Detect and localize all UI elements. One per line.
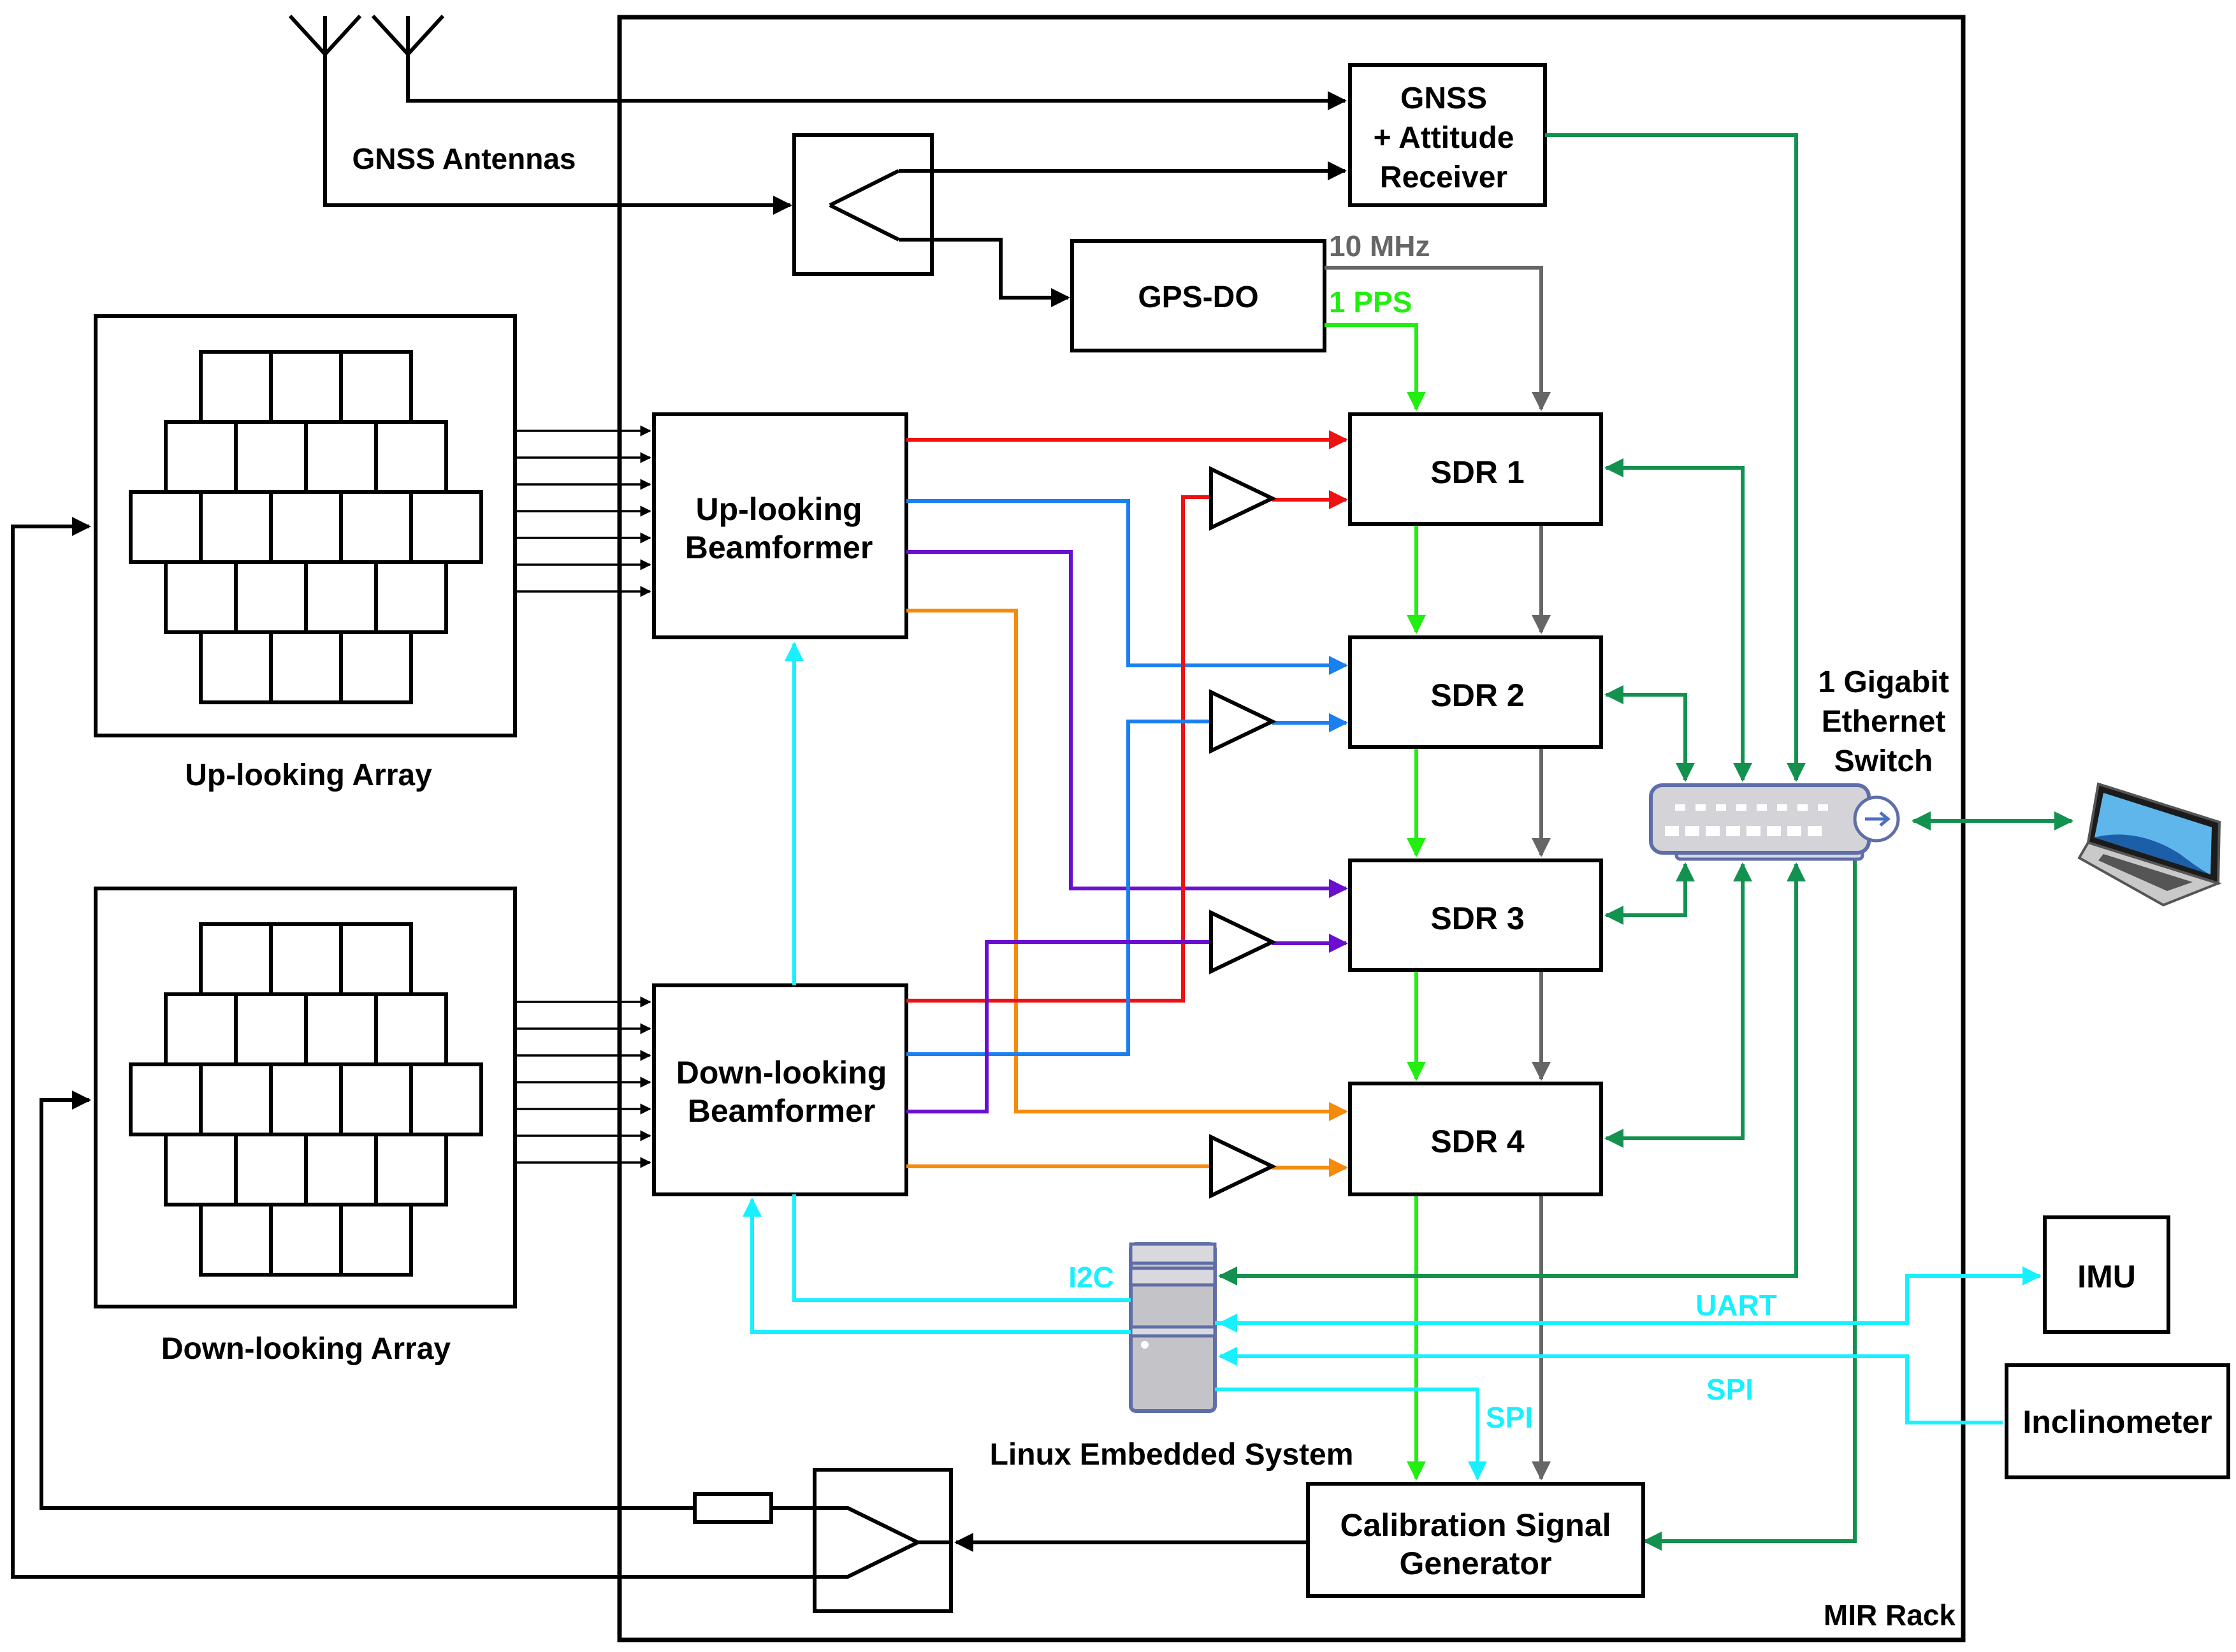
down-looking-array (94, 887, 517, 1308)
up-array-label: Up-looking Array (185, 758, 432, 792)
ethernet-links (1218, 133, 2073, 1551)
rf-wiring-black (323, 54, 1347, 307)
antenna-icon (288, 14, 362, 57)
laptop-icon (2077, 782, 2222, 907)
spi-cal-label: SPI (1486, 1401, 1533, 1434)
cal-splitter (813, 1468, 953, 1613)
up-beamformer-line1: Up-looking (695, 491, 862, 527)
array-feed-lines-extra (515, 425, 651, 1008)
gnss-receiver-box (1348, 63, 1547, 207)
down-beamformer-line2: Beamformer (688, 1093, 876, 1129)
gnss-receiver-line1: GNSS (1400, 82, 1487, 115)
sdr4-label: SDR 4 (1430, 1124, 1524, 1159)
linux-embedded-system-icon (1129, 1242, 1217, 1413)
ethernet-switch-icon (1649, 783, 1900, 861)
down-beamformer-line1: Down-looking (676, 1055, 887, 1090)
gpsdo-box (1070, 239, 1326, 352)
down-beamformer-box (652, 983, 908, 1196)
ten-mhz-label: 10 MHz (1329, 229, 1430, 263)
sdr1-box (1348, 412, 1603, 526)
inclinometer-box (2005, 1363, 2230, 1479)
switch-label-line1: 1 Gigabit (1818, 665, 1949, 699)
imu-label: IMU (2077, 1259, 2136, 1294)
gnss-antennas (288, 14, 445, 57)
cal-generator-box (1306, 1482, 1645, 1598)
uart-label: UART (1695, 1289, 1777, 1322)
switch-label-line3: Switch (1834, 744, 1933, 778)
sdr2-label: SDR 2 (1430, 677, 1524, 713)
amplifier-icon (1209, 466, 1277, 531)
amplifier-icon (1209, 1134, 1277, 1199)
switch-label-line2: Ethernet (1822, 705, 1946, 739)
up-looking-array (94, 314, 517, 737)
up-beamformer-box (652, 412, 908, 639)
gnss-receiver-line2: + Attitude (1374, 121, 1514, 155)
gpsdo-label: GPS-DO (1138, 280, 1258, 314)
amplifier-icons (1209, 466, 1277, 1199)
sdr1-label: SDR 1 (1430, 454, 1524, 490)
gnss-receiver-line3: Receiver (1380, 161, 1507, 194)
spi-inclinometer-label: SPI (1706, 1373, 1753, 1406)
amplifier-icon (1209, 689, 1277, 754)
down-array-label: Down-looking Array (161, 1332, 451, 1366)
sdr3-label: SDR 3 (1430, 901, 1524, 936)
imu-box (2043, 1215, 2170, 1334)
one-pps-label: 1 PPS (1329, 286, 1412, 319)
linux-system-label: Linux Embedded System (990, 1438, 1354, 1472)
i2c-label: I2C (1068, 1261, 1114, 1294)
attenuator-resistor (693, 1492, 773, 1524)
sdr2-box (1348, 635, 1603, 749)
inclinometer-label: Inclinometer (2022, 1404, 2212, 1440)
up-beamformer-outputs (906, 430, 1348, 1121)
gnss-antennas-label: GNSS Antennas (352, 142, 576, 175)
amplifier-icon (1209, 909, 1277, 975)
cal-generator-line1: Calibration Signal (1340, 1507, 1611, 1543)
calibration-path (11, 517, 1308, 1579)
antenna-icon (371, 14, 445, 57)
cal-generator-line2: Generator (1400, 1546, 1552, 1581)
array-feed-lines (515, 452, 651, 1168)
up-beamformer-line2: Beamformer (685, 530, 873, 565)
gnss-splitter (792, 133, 934, 276)
mir-rack-label: MIR Rack (1824, 1598, 1956, 1632)
